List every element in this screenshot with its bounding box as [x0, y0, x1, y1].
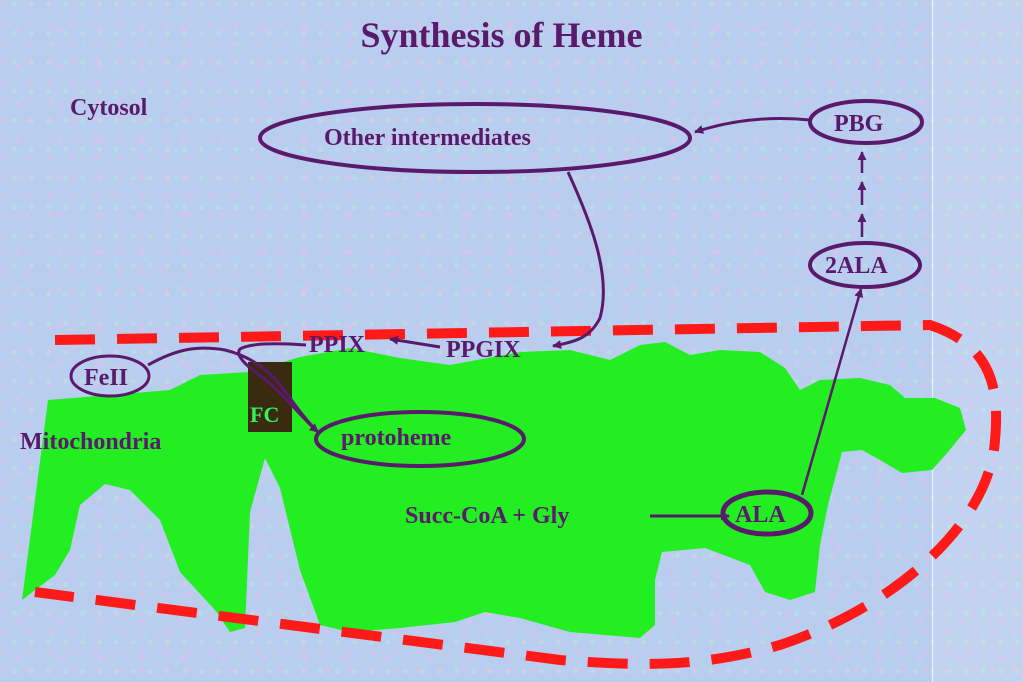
arrow-intermediates-to-ppgix [552, 171, 605, 349]
arrow-ala-to-2ala [800, 288, 864, 496]
mitochondria-membrane [34, 319, 1002, 669]
ppix-label: PPIX [309, 332, 365, 358]
arrow-feii-to-protoheme [147, 346, 318, 432]
protoheme-ellipse [314, 410, 526, 468]
cytosol-label: Cytosol [70, 95, 148, 121]
mitochondria-label: Mitochondria [20, 429, 162, 455]
arrow-pbg-to-intermediates [694, 117, 811, 134]
feii-label: FeII [84, 365, 128, 391]
mitochondrion-shape [22, 342, 966, 638]
pbg-ellipse [808, 99, 924, 145]
arrow-ppix-to-protoheme [237, 342, 319, 434]
feii-ellipse [69, 354, 151, 398]
two-ala-label: 2ALA [825, 253, 888, 279]
ala-label: ALA [735, 502, 786, 528]
fc-label: FC [250, 402, 280, 427]
arrow-ppgix-to-ppix [389, 335, 441, 349]
pbg-label: PBG [834, 111, 884, 137]
ppgix-label: PPGIX [446, 337, 521, 363]
substrates-label: Succ-CoA + Gly [405, 503, 570, 529]
other-intermediates-label: Other intermediates [324, 125, 531, 151]
page-title: Synthesis of Heme [360, 15, 643, 55]
background-strip [932, 0, 1023, 682]
protoheme-label: protoheme [341, 425, 452, 451]
two-ala-ellipse [808, 241, 922, 289]
other-intermediates-ellipse [258, 102, 692, 174]
